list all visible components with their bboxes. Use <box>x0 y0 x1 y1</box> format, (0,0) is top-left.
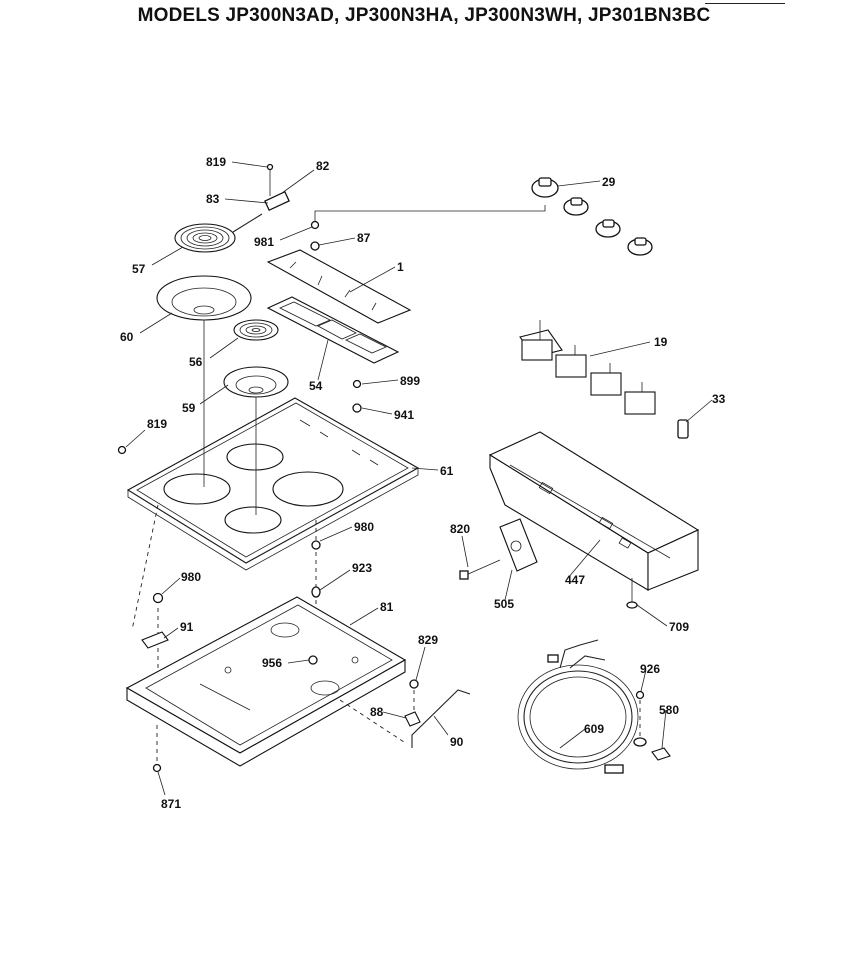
cooktop-main <box>126 397 420 571</box>
callout-505: 505 <box>494 597 514 611</box>
callout-926: 926 <box>640 662 660 676</box>
callout-59: 59 <box>182 401 196 415</box>
surface-element-large <box>174 213 263 253</box>
callout-labels: 819 82 83 981 87 29 57 1 60 56 54 19 899… <box>120 155 726 811</box>
terminal-block <box>264 163 290 212</box>
callout-871: 871 <box>161 797 181 811</box>
callout-447: 447 <box>565 573 585 587</box>
assembly-line-4 <box>131 504 159 631</box>
callout-1: 1 <box>397 260 404 274</box>
callout-88: 88 <box>370 705 384 719</box>
callout-90: 90 <box>450 735 464 749</box>
callout-82: 82 <box>316 159 330 173</box>
screw-87 <box>310 241 320 251</box>
callout-29: 29 <box>602 175 616 189</box>
callout-56: 56 <box>189 355 203 369</box>
drip-pan-small <box>223 366 289 398</box>
rod-90 <box>411 689 471 748</box>
screw-899 <box>352 379 362 389</box>
screw-820-leader <box>465 559 501 576</box>
callout-980-b: 980 <box>181 570 201 584</box>
knob-1 <box>531 177 559 198</box>
control-panel-overlay <box>266 249 412 324</box>
screw-926 <box>635 690 645 700</box>
knob-2 <box>563 197 589 216</box>
burner-box <box>125 596 407 767</box>
callout-820: 820 <box>450 522 470 536</box>
screw-980-left <box>152 592 164 604</box>
page-title: MODELS JP300N3AD, JP300N3HA, JP300N3WH, … <box>137 5 711 26</box>
indicator-light <box>677 419 689 439</box>
callout-956: 956 <box>262 656 282 670</box>
knob-leader-line <box>314 205 546 222</box>
callout-981: 981 <box>254 235 274 249</box>
knob-3 <box>595 219 621 238</box>
screw-819 <box>117 445 127 455</box>
clip-88 <box>404 711 421 727</box>
callout-580: 580 <box>659 703 679 717</box>
infinite-switches <box>519 320 656 415</box>
callout-54: 54 <box>309 379 323 393</box>
callout-leaders <box>125 161 713 796</box>
clip-580 <box>651 747 671 761</box>
knob-4 <box>627 237 653 256</box>
callout-819-mid: 819 <box>147 417 167 431</box>
clip-91 <box>141 631 169 649</box>
screw-871 <box>152 763 162 773</box>
grommet <box>633 737 647 747</box>
screw-980 <box>311 540 321 550</box>
callout-60: 60 <box>120 330 134 344</box>
screw-709 <box>626 601 638 609</box>
callout-709: 709 <box>669 620 689 634</box>
callout-81: 81 <box>380 600 394 614</box>
callout-33: 33 <box>712 392 726 406</box>
panel-gasket <box>266 296 400 364</box>
callout-941: 941 <box>394 408 414 422</box>
callout-829: 829 <box>418 633 438 647</box>
callout-57: 57 <box>132 262 146 276</box>
control-knobs <box>531 177 653 256</box>
callout-923: 923 <box>352 561 372 575</box>
screw-923 <box>311 586 321 598</box>
screw-941 <box>352 403 362 413</box>
callout-83: 83 <box>206 192 220 206</box>
callout-61-top: 61 <box>440 464 454 478</box>
screw-981 <box>310 220 320 230</box>
screw-829 <box>409 679 419 689</box>
bracket-hole <box>510 540 522 552</box>
screw-956 <box>308 655 318 665</box>
surface-element-small <box>233 319 279 341</box>
callout-91: 91 <box>180 620 194 634</box>
mounting-bracket <box>499 518 538 572</box>
callout-899: 899 <box>400 374 420 388</box>
control-housing <box>488 431 700 591</box>
header-rule <box>705 3 785 4</box>
callout-609: 609 <box>584 722 604 736</box>
screw-820 <box>459 570 469 580</box>
wiring-harness <box>517 639 639 774</box>
callout-87: 87 <box>357 231 371 245</box>
callout-819-top: 819 <box>206 155 226 169</box>
callout-19: 19 <box>654 335 668 349</box>
callout-980-a: 980 <box>354 520 374 534</box>
